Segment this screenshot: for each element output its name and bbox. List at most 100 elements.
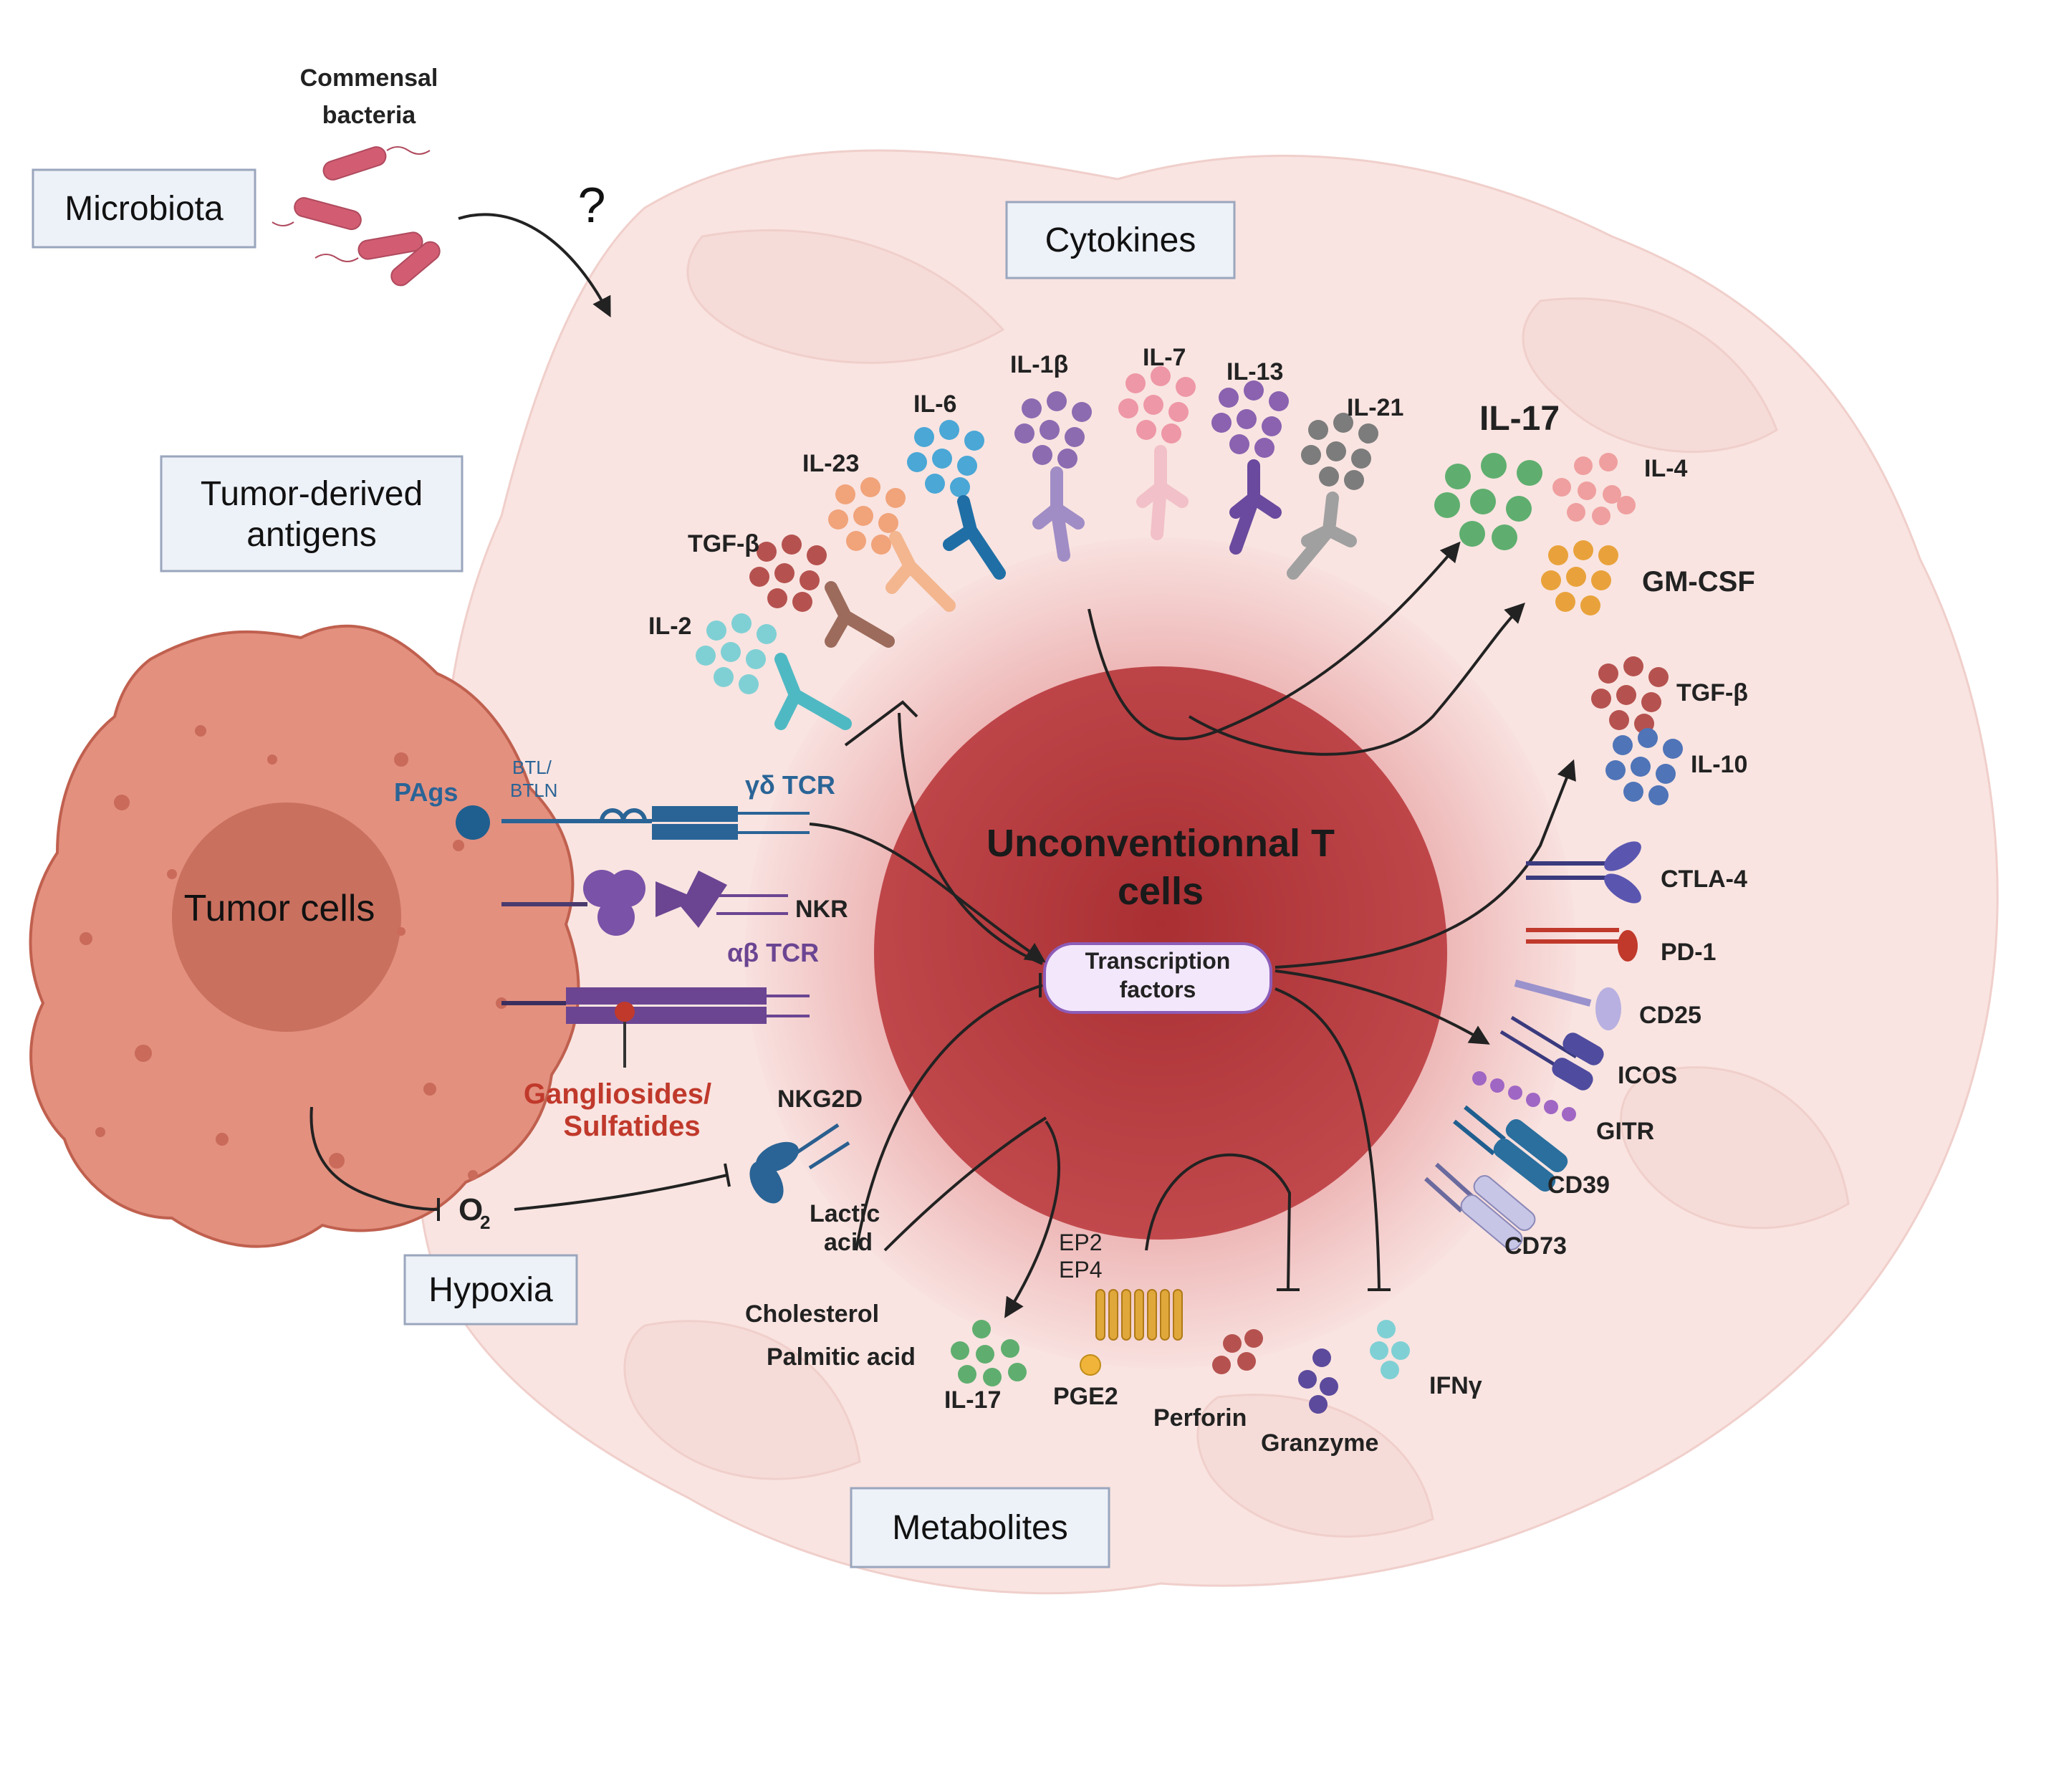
arrow-gdtcr-to-tf xyxy=(809,823,1046,963)
output-il10-cluster xyxy=(1605,728,1683,805)
receptor-il1b-icon xyxy=(1032,466,1085,562)
ep4-label: EP4 xyxy=(1059,1257,1102,1283)
palmitic-label: Palmitic acid xyxy=(767,1343,916,1371)
output-il4-label: IL-4 xyxy=(1644,455,1688,482)
inhibition-line-to-tf xyxy=(898,712,1043,965)
pge2-molecule xyxy=(1080,1354,1101,1376)
cytokine-il23-label: IL-23 xyxy=(802,450,859,477)
ifng-inhibition xyxy=(1274,987,1391,1291)
marker-cd39-label: CD39 xyxy=(1547,1171,1610,1199)
pge2-label: PGE2 xyxy=(1053,1383,1118,1410)
marker-icos-label: ICOS xyxy=(1618,1062,1677,1089)
receptor-il23-icon xyxy=(885,531,956,612)
metabolites-label: Metabolites xyxy=(892,1509,1067,1547)
arrow-to-gmcsf xyxy=(1188,603,1525,756)
nkg2d-icon xyxy=(749,1123,850,1204)
o2-label: O xyxy=(459,1192,483,1227)
ep-receptor-icon xyxy=(1095,1289,1183,1341)
cholesterol-line xyxy=(883,1116,1047,1252)
receptor-il13-icon xyxy=(1229,459,1282,555)
nkr-label: NKR xyxy=(795,896,848,923)
pd1-icon xyxy=(1526,928,1638,962)
microbiota-box: Microbiota xyxy=(32,168,256,249)
btl-label-2: BTLN xyxy=(510,780,557,801)
ab-tcr-icon xyxy=(501,987,810,1068)
cytokine-tgfb-cluster xyxy=(749,535,827,612)
ep2-label: EP2 xyxy=(1059,1230,1102,1255)
gangliosides-label-2: Sulfatides xyxy=(563,1111,700,1142)
marker-ctla4-label: CTLA-4 xyxy=(1661,866,1747,893)
cd39-icon xyxy=(1453,1105,1568,1192)
microbiota-label: Microbiota xyxy=(64,190,224,228)
pags-molecule xyxy=(456,805,490,840)
cytokine-il6-label: IL-6 xyxy=(913,390,956,418)
o2-subscript: 2 xyxy=(480,1212,490,1233)
o2-nkg2d-inhibition xyxy=(514,1163,731,1211)
output-gmcsf-label: GM-CSF xyxy=(1642,566,1755,598)
met-il17-cluster xyxy=(951,1320,1027,1386)
bacteria-icon xyxy=(272,146,441,287)
lactic-label-1: Lactic xyxy=(810,1200,880,1227)
output-il10-label: IL-10 xyxy=(1691,751,1747,778)
pags-label: PAgs xyxy=(394,777,458,807)
cytokines-label: Cytokines xyxy=(1045,221,1196,259)
cytokine-il13-cluster xyxy=(1211,380,1289,458)
output-il4-cluster xyxy=(1552,453,1636,525)
perforin-inhibition xyxy=(1145,1153,1300,1291)
marker-cd73-label: CD73 xyxy=(1504,1232,1567,1260)
cd25-icon xyxy=(1514,979,1621,1030)
hypoxia-box: Hypoxia xyxy=(403,1254,578,1326)
ctla4-icon xyxy=(1526,841,1641,904)
cytokines-box: Cytokines xyxy=(1005,201,1236,279)
arrow-to-met-il17 xyxy=(1004,1120,1060,1318)
arrow-to-tgfb-il10 xyxy=(1274,759,1576,969)
receptor-il7-icon xyxy=(1136,445,1189,540)
microbiota-arrow xyxy=(458,213,611,317)
output-tgfb-label: TGF-β xyxy=(1676,679,1748,706)
marker-gitr-label: GITR xyxy=(1596,1118,1654,1145)
marker-pd1-label: PD-1 xyxy=(1661,939,1716,966)
output-tgfb-cluster xyxy=(1591,656,1669,734)
tumor-cell xyxy=(29,624,580,1248)
tumor-cells-label: Tumor cells xyxy=(184,888,375,929)
lactic-acid-inhibition xyxy=(855,973,1043,1251)
output-gmcsf-cluster xyxy=(1541,540,1618,615)
tcell-label-1: Unconventionnal T xyxy=(987,822,1335,865)
cytokine-il7-label: IL-7 xyxy=(1143,344,1186,371)
gd-tcr-icon xyxy=(501,806,810,840)
gd-tcr-label: γδ TCR xyxy=(745,770,835,800)
ifng-cluster xyxy=(1370,1320,1410,1379)
nkr-icon xyxy=(501,870,788,936)
cytokine-il1b-label: IL-1β xyxy=(1010,351,1068,378)
icos-icon xyxy=(1499,1015,1604,1091)
lactic-label-2: acid xyxy=(824,1229,873,1256)
gangliosides-label-1: Gangliosides/ xyxy=(524,1078,711,1110)
receptor-il2-icon xyxy=(774,653,852,730)
commensal-label-1: Commensal xyxy=(300,64,438,92)
cytokine-il2-cluster xyxy=(696,613,777,694)
cholesterol-label: Cholesterol xyxy=(745,1300,879,1328)
tumor-o2-inhibition xyxy=(309,1106,440,1221)
commensal-label-2: bacteria xyxy=(322,102,416,129)
tumor-antigens-box: Tumor-derived antigens xyxy=(160,455,464,572)
cytokine-il1b-cluster xyxy=(1014,391,1092,469)
receptor-il6-icon xyxy=(943,495,1006,580)
transcription-factors-label-1: Transcription xyxy=(1085,948,1231,974)
ab-tcr-label: αβ TCR xyxy=(727,938,819,967)
tcell-label-2: cells xyxy=(1118,870,1204,913)
cytokine-tgfb-label: TGF-β xyxy=(688,530,759,557)
nkg2d-label: NKG2D xyxy=(777,1086,863,1113)
hypoxia-label: Hypoxia xyxy=(428,1271,553,1309)
transcription-factors-box: Transcription factors xyxy=(1043,942,1272,1014)
metabolites-box: Metabolites xyxy=(850,1487,1110,1568)
ifng-label: IFNγ xyxy=(1429,1372,1482,1399)
cytokine-il6-cluster xyxy=(907,420,984,497)
transcription-factors-label-2: factors xyxy=(1120,977,1196,1002)
marker-cd25-label: CD25 xyxy=(1639,1002,1701,1029)
output-il17-cluster xyxy=(1434,453,1542,550)
inhibition-bracket xyxy=(844,700,918,747)
tumor-antigens-label-1: Tumor-derived xyxy=(201,475,423,513)
arrow-to-markers xyxy=(1274,969,1490,1045)
